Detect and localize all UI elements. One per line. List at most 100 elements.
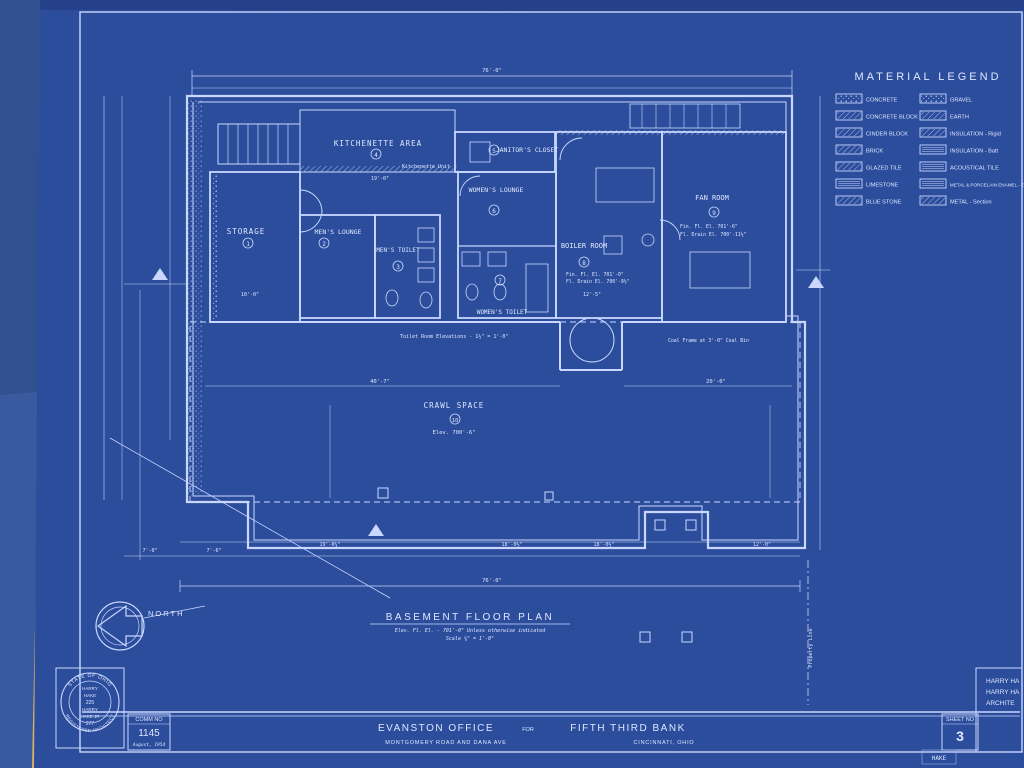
comm-no-label: COMM NO (135, 717, 163, 723)
seal-frame (55, 667, 125, 749)
legend-swatch (919, 195, 947, 206)
project-address: MONTGOMERY ROAD AND DANA AVE (385, 740, 506, 746)
sheet-border (79, 11, 1023, 753)
sheet-no-value: 3 (956, 728, 964, 744)
dimension-overall-bottom: 76'-0" (482, 578, 502, 584)
seal-line-1: HARRY (82, 686, 98, 691)
architect-line-2: HARRY HA (986, 689, 1020, 696)
north-label: NORTH (148, 609, 185, 618)
dimension-bottom-1: 7'-0" (142, 548, 157, 554)
legend-label: METAL & PORCELAIN ENAMEL - Elevation (950, 183, 1024, 188)
legend-item: CINDER BLOCK (835, 127, 908, 138)
room-label-storage: STORAGE (227, 227, 266, 236)
legend-swatch (919, 178, 947, 189)
dimension-crawl-left: 40'-7" (370, 379, 390, 385)
room-number-circle (370, 148, 382, 160)
legend-label: CONCRETE BLOCK (866, 115, 918, 121)
project-name: EVANSTON OFFICE (378, 723, 494, 734)
seal-line-4: HARRY (82, 707, 98, 712)
north-leader-line (143, 605, 206, 619)
legend-item: CONCRETE BLOCK (835, 110, 918, 121)
legend-swatch (835, 161, 863, 172)
room-number-mens-toilet: 3 (396, 264, 400, 271)
room-number-storage: 1 (246, 241, 250, 248)
legend-swatch-fill (837, 146, 861, 153)
legend-label: INSULATION - Batt (950, 149, 999, 155)
womens-fixtures (461, 251, 549, 313)
dimension-storage: 10'-0" (241, 292, 259, 298)
legend-item: GRAVEL (919, 93, 972, 104)
room-label-janitor: JANITOR'S CLOSET (496, 146, 559, 154)
legend-swatch-fill (921, 112, 945, 119)
kitchenette-note: Kitchenette Unit (402, 164, 450, 170)
room-label-womens-lounge: WOMEN'S LOUNGE (469, 186, 524, 194)
property-line-diagonal (109, 437, 391, 599)
room-label-crawl-space: CRAWL SPACE (424, 401, 485, 410)
compass-inner-circle (100, 606, 140, 646)
legend-swatch (919, 110, 947, 121)
pump-symbol (641, 233, 655, 247)
dimension-boiler: 12'-5" (583, 292, 601, 298)
door-swing (459, 175, 481, 197)
drawing-title-block: BASEMENT FLOOR PLAN Elev. Fl. El. - 701'… (370, 612, 814, 668)
dimension-bottom-6: 12'-0" (753, 542, 771, 548)
coal-frame-note: Coal Frame at 3'-0" Coal Bin (668, 338, 749, 344)
boiler-unit (603, 235, 623, 255)
legend-swatch (835, 93, 863, 104)
room-number-circle (708, 206, 720, 218)
toilet-fixtures (385, 227, 435, 309)
legend-label: CINDER BLOCK (866, 132, 908, 138)
legend-label: EARTH (950, 115, 969, 121)
legend-item: METAL - Section (919, 195, 992, 206)
room-number-janitor: 5 (492, 148, 496, 155)
legend-swatch (835, 110, 863, 121)
dimension-bottom-4: 18'-0½" (501, 541, 522, 548)
room-number-fan: 9 (712, 210, 716, 217)
legend-swatch (919, 161, 947, 172)
sink-fixture (469, 141, 491, 163)
seal-line-6: 277 (86, 721, 95, 727)
seal-inner-ring (68, 680, 112, 724)
floor-plan: KITCHENETTE AREA 4 Kitchenette Unit JANI… (103, 68, 830, 705)
dimension-lines (103, 70, 830, 592)
door-swing (299, 189, 323, 213)
seal-outer-ring (60, 672, 120, 732)
approval-stamp: HAKE (921, 749, 957, 765)
room-number-circle (488, 204, 500, 216)
dimension-bottom-5: 18'-0½" (593, 541, 614, 548)
stamp-text: HAKE (932, 755, 947, 762)
stair-top-right (629, 103, 741, 129)
room-number-circle (578, 256, 590, 268)
project-for: FOR (522, 727, 534, 733)
pier-markers (377, 487, 697, 643)
blueprint-paper (34, 0, 1024, 768)
dimension-kitchenette: 19'-0" (371, 176, 389, 182)
legend-swatch-fill (921, 197, 945, 204)
legend-item: BRICK (835, 144, 883, 155)
room-label-fan: FAN ROOM (695, 194, 729, 202)
title-block: COMM NO 1145 August, 1954 EVANSTON OFFIC… (55, 667, 1023, 765)
room-number-kitchenette: 4 (374, 152, 378, 159)
air-handler (689, 251, 751, 289)
drawing-subtitle-scale: Scale ¼" = 1'-0" (446, 636, 494, 642)
seal-line-2: HAKE (84, 693, 96, 698)
room-number-circle (488, 144, 500, 156)
legend-swatch-fill (837, 129, 861, 136)
comm-no-value: 1145 (138, 728, 160, 739)
storage-wall-fill (212, 174, 218, 320)
drawing-subtitle-elevation: Elev. Fl. El. - 701'-0" Unless otherwise… (395, 628, 547, 634)
north-arrow-icon (96, 604, 143, 648)
paper-top-shadow (40, 0, 1024, 12)
legend-swatch (835, 127, 863, 138)
legend-swatch-fill (837, 197, 861, 204)
drawing-date: August, 1954 (132, 742, 166, 748)
legend-item: METAL & PORCELAIN ENAMEL - Elevation (919, 178, 1024, 189)
fan-drain-elevation: Fl. Drain El. 700'-11½" (680, 231, 747, 238)
sheet-no-label: SHEET NO (946, 717, 975, 723)
legend-swatch (919, 127, 947, 138)
wall-hatch (300, 166, 458, 172)
boiler-drain-elevation: Fl. Drain El. 700'-9½" (566, 278, 630, 285)
